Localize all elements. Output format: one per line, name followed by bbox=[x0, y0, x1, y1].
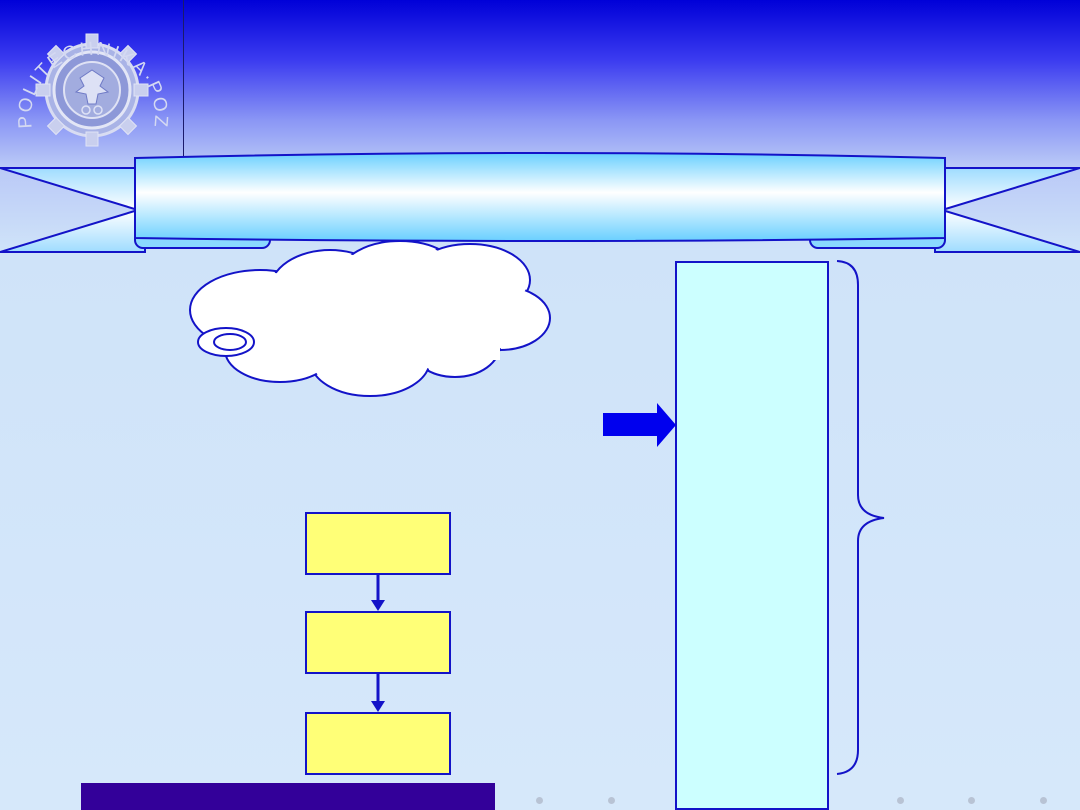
flow-step-1 bbox=[305, 512, 451, 575]
footer-bar bbox=[81, 783, 495, 810]
right-panel bbox=[675, 261, 829, 810]
footer-dot bbox=[1040, 797, 1047, 804]
footer-dot bbox=[536, 797, 543, 804]
flow-step-3 bbox=[305, 712, 451, 775]
footer-dot bbox=[608, 797, 615, 804]
logo-panel: POLITECHNIKA·POZNAŃSKA· bbox=[0, 0, 184, 165]
footer-dot bbox=[968, 797, 975, 804]
flow-step-2 bbox=[305, 611, 451, 674]
cloud-text bbox=[250, 285, 500, 355]
footer-dot bbox=[897, 797, 904, 804]
university-logo-icon: POLITECHNIKA·POZNAŃSKA· bbox=[0, 0, 169, 147]
